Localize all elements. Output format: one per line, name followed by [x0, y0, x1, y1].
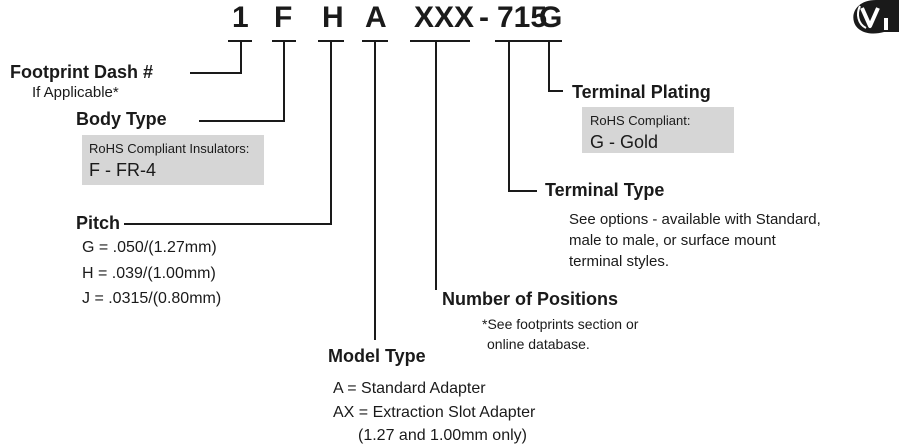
leader-footprint-vertical: [240, 40, 242, 74]
pitch-option: G = .050/(1.27mm): [82, 239, 217, 256]
model-type-heading: Model Type: [328, 346, 426, 366]
code-chars-terminal-type: 715: [497, 1, 548, 34]
model-type-option: AX = Extraction Slot Adapter: [333, 404, 536, 421]
leader-terminal-type-horizontal: [508, 190, 537, 192]
code-separator: -: [479, 1, 489, 34]
body-type-box: RoHS Compliant Insulators: F - FR-4: [82, 135, 264, 185]
code-underline-terminal-type: [495, 40, 550, 42]
terminal-plating-box-value: G - Gold: [590, 132, 659, 152]
terminal-plating-box-caption: RoHS Compliant:: [590, 113, 691, 128]
pitch-option: J = .0315/(0.80mm): [82, 290, 222, 307]
code-char-pitch: H: [322, 1, 344, 34]
body-type-box-value: F - FR-4: [89, 160, 156, 180]
leader-plating-vertical: [548, 40, 550, 92]
footprint-heading: Footprint Dash #: [10, 62, 153, 82]
code-char-plating: G: [539, 1, 563, 34]
body-type-heading: Body Type: [76, 109, 167, 129]
leader-pitch-horizontal: [124, 223, 332, 225]
pitch-heading: Pitch: [76, 213, 121, 233]
code-char-model-type: A: [365, 1, 387, 34]
positions-note: online database.: [487, 336, 590, 352]
code-chars-positions: XXX: [414, 1, 475, 34]
code-underline-positions: [410, 40, 470, 42]
positions-heading: Number of Positions: [442, 289, 619, 309]
leader-terminal-type-vertical: [508, 40, 510, 192]
terminal-type-note: terminal styles.: [569, 253, 670, 270]
terminal-plating-box: RoHS Compliant: G - Gold: [582, 107, 734, 153]
terminal-type-heading: Terminal Type: [545, 180, 665, 200]
model-type-option: A = Standard Adapter: [333, 380, 486, 397]
company-logo-icon: [853, 0, 899, 34]
terminal-type-note: male to male, or surface mount: [569, 232, 776, 249]
pitch-option: H = .039/(1.00mm): [82, 265, 216, 282]
code-digit-footprint: 1: [232, 1, 249, 34]
leader-footprint-horizontal: [190, 72, 242, 74]
leader-body-type-vertical: [283, 40, 285, 122]
leader-plating-horizontal: [548, 90, 563, 92]
body-type-box-caption: RoHS Compliant Insulators:: [89, 141, 250, 156]
code-char-body-type: F: [274, 1, 293, 34]
terminal-plating-heading: Terminal Plating: [572, 82, 711, 102]
leader-model-type-vertical: [374, 40, 376, 340]
leader-positions-vertical: [435, 40, 437, 290]
leader-body-type-horizontal: [199, 120, 285, 122]
leader-pitch-vertical: [330, 40, 332, 225]
terminal-type-note: See options - available with Standard,: [569, 211, 821, 228]
footprint-note: If Applicable*: [32, 84, 119, 101]
positions-note: *See footprints section or: [482, 316, 639, 332]
model-type-option-note: (1.27 and 1.00mm only): [358, 427, 527, 444]
